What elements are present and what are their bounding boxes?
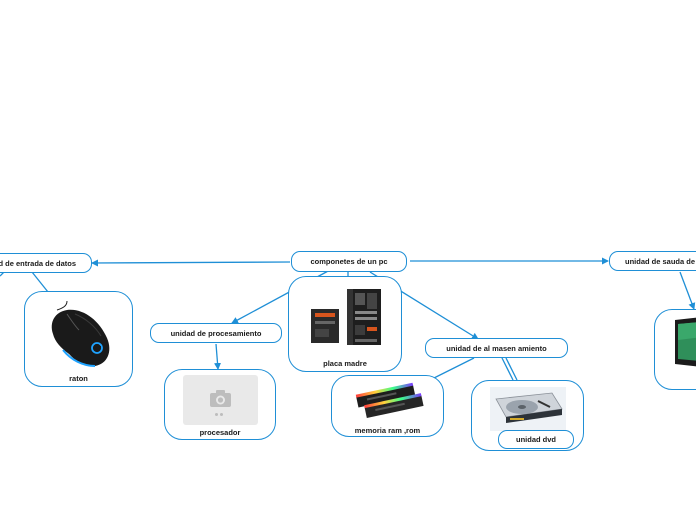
card-mouse[interactable]: raton bbox=[24, 291, 133, 387]
motherboard-icon bbox=[311, 289, 381, 345]
hard-drive-icon bbox=[490, 387, 566, 431]
connector-storage-to-memory bbox=[429, 357, 475, 381]
card-processor[interactable]: procesador bbox=[164, 369, 276, 440]
central-node[interactable]: componetes de un pc bbox=[291, 251, 407, 272]
card-motherboard-caption: placa madre bbox=[323, 359, 367, 368]
ram-icon bbox=[355, 382, 424, 418]
card-monitor[interactable] bbox=[654, 309, 696, 390]
monitor-icon bbox=[675, 317, 696, 367]
card-memory-caption: memoria ram ,rom bbox=[354, 426, 421, 435]
branch-storage-node[interactable]: unidad de al masen amiento bbox=[425, 338, 568, 358]
branch-input-node[interactable]: unidad de entrada de datos bbox=[0, 253, 92, 273]
card-mouse-caption: raton bbox=[69, 374, 88, 383]
connector-processing-to-processor bbox=[214, 343, 222, 370]
connector-output-to-monitor bbox=[679, 271, 696, 310]
branch-processing-node[interactable]: unidad de procesamiento bbox=[150, 323, 282, 343]
placeholder-dot bbox=[220, 413, 223, 416]
mouse-icon bbox=[51, 300, 110, 367]
processor-image-placeholder bbox=[183, 375, 258, 425]
branch-output-node[interactable]: unidad de sauda de datos bbox=[609, 251, 696, 271]
card-memory[interactable]: memoria ram ,rom bbox=[331, 375, 444, 437]
placeholder-dot bbox=[215, 413, 218, 416]
connector-storage-to-dvd-b bbox=[505, 357, 518, 381]
card-motherboard[interactable]: placa madre bbox=[288, 276, 402, 372]
card-dvd-caption-pill: unidad dvd bbox=[498, 430, 574, 449]
connector-storage-to-dvd-a bbox=[501, 357, 514, 381]
connector-central-to-input bbox=[91, 259, 291, 267]
card-dvd[interactable]: unidad dvd bbox=[471, 380, 584, 451]
card-processor-caption: procesador bbox=[199, 428, 241, 437]
connector-input-to-mouse bbox=[31, 271, 49, 293]
camera-placeholder-icon bbox=[210, 390, 231, 407]
